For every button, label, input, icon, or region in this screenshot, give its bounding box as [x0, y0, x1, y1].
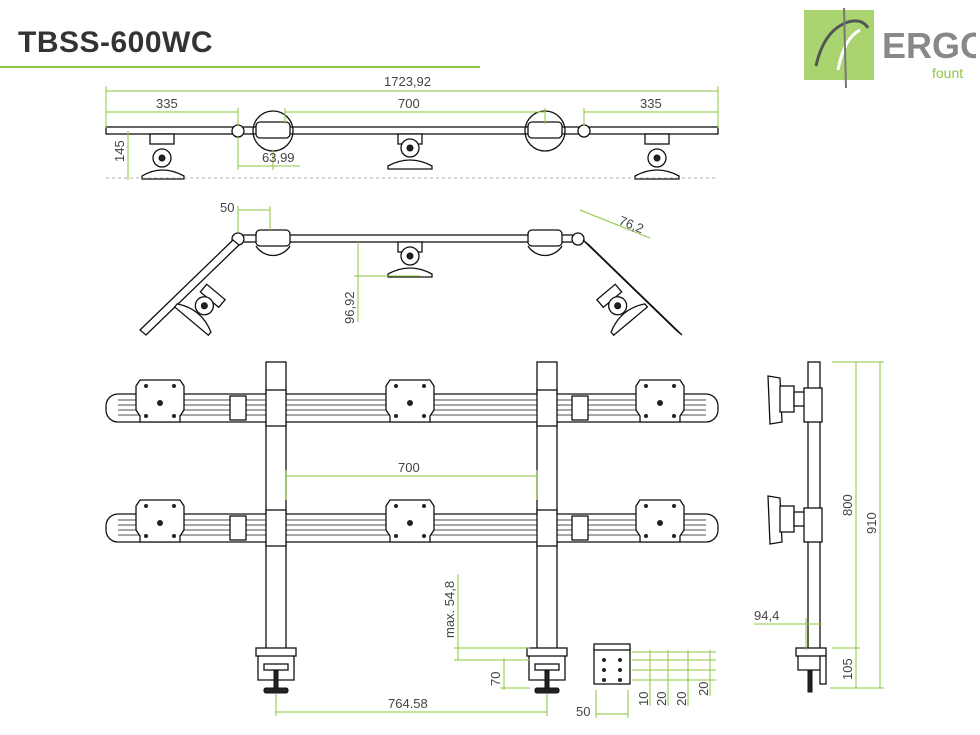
logo-brand-name: ERGO [882, 25, 976, 66]
dim-top-mid: 700 [398, 96, 420, 111]
dim-angled-end: 76,2 [617, 213, 646, 236]
dim-angled-offset: 50 [220, 200, 234, 215]
top-view-straight: 1723,92 335 700 335 145 63,99 [105, 74, 719, 180]
dim-front-spacing: 700 [398, 460, 420, 475]
dim-side-depth: 94,4 [754, 608, 779, 623]
title-underline [0, 66, 480, 68]
page-title: TBSS-600WC [18, 26, 214, 59]
dim-angled-depth: 96,92 [342, 291, 357, 324]
top-view-angled: 50 76,2 96,92 [139, 200, 683, 337]
dim-plate-d: 20 [696, 682, 711, 696]
dim-side-910: 910 [864, 512, 879, 534]
dim-plate-a: 10 [636, 692, 651, 706]
logo-brand-sub: fount [932, 65, 963, 81]
dim-side-800: 800 [840, 494, 855, 516]
dim-front-base: 764.58 [388, 696, 428, 711]
dim-top-left: 335 [156, 96, 178, 111]
dim-plate-b: 20 [654, 692, 669, 706]
dim-clamp-max: max. 54,8 [442, 581, 457, 638]
dim-side-105: 105 [840, 658, 855, 680]
dim-plate-width: 50 [576, 704, 590, 719]
dim-top-offset: 63,99 [262, 150, 295, 165]
dim-top-height: 145 [112, 140, 127, 162]
ergofount-logo: ERGO fount [804, 7, 980, 90]
front-view: 700 764.58 max. 54,8 70 50 [105, 361, 719, 719]
dim-top-total: 1723,92 [384, 74, 431, 89]
dim-clamp-height: 70 [488, 672, 503, 686]
dim-top-right: 335 [640, 96, 662, 111]
side-view: 800 910 105 94,4 [754, 361, 884, 693]
dim-plate-c: 20 [674, 692, 689, 706]
